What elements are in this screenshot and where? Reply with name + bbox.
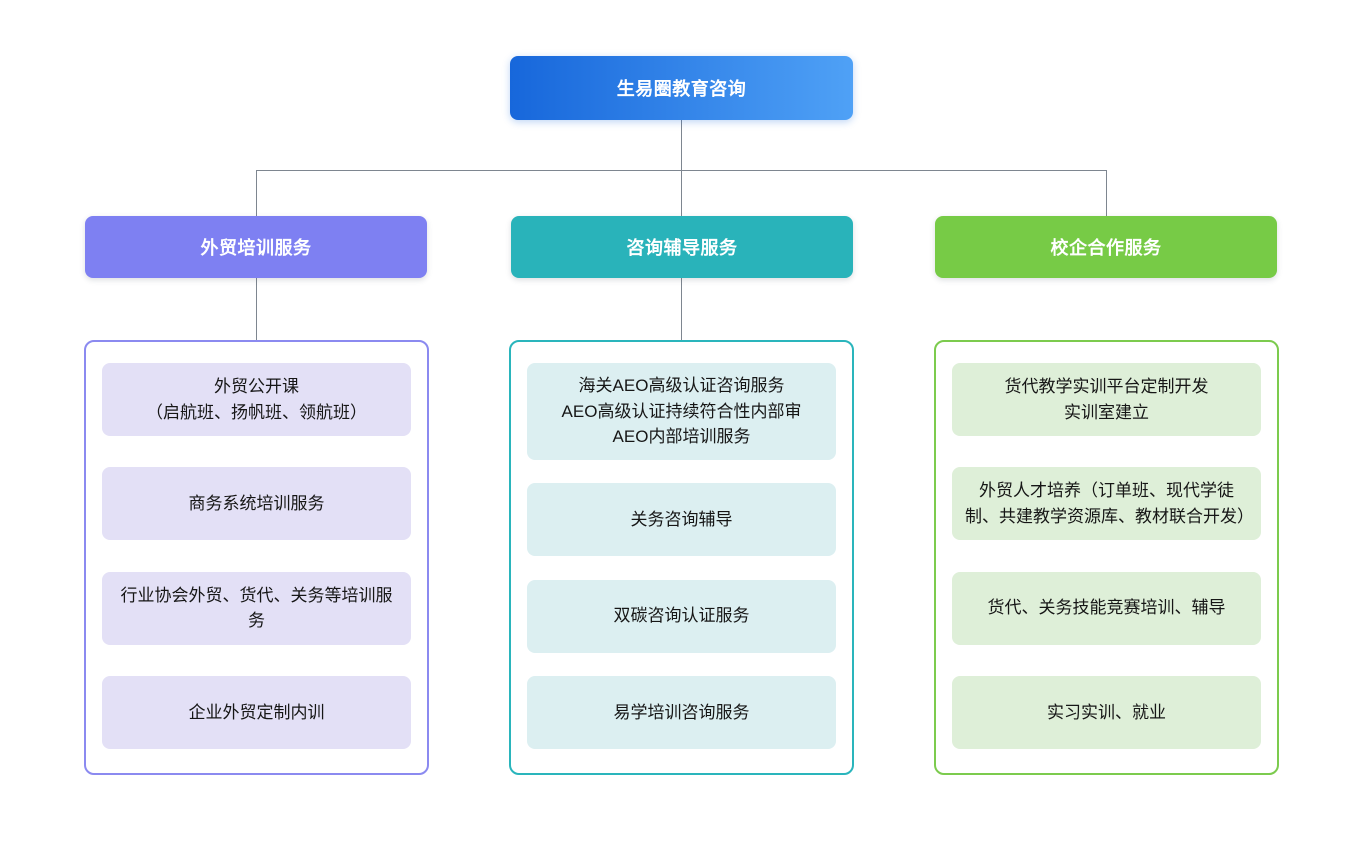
service-item-talent-cultivation[interactable]: 外贸人才培养（订单班、现代学徒制、共建教学资源库、教材联合开发） — [952, 467, 1261, 541]
branch-header-label: 外贸培训服务 — [200, 238, 312, 258]
branch-group-consulting: 海关AEO高级认证咨询服务 AEO高级认证持续符合性内部审 AEO内部培训服务 … — [509, 340, 854, 775]
service-item-association[interactable]: 行业协会外贸、货代、关务等培训服务 — [102, 571, 411, 645]
service-item-skill-competition[interactable]: 货代、关务技能竞赛培训、辅导 — [952, 571, 1261, 645]
branch-group-school-enterprise: 货代教学实训平台定制开发 实训室建立 外贸人才培养（订单班、现代学徒制、共建教学… — [934, 340, 1279, 775]
service-item-yixue-training[interactable]: 易学培训咨询服务 — [527, 676, 836, 749]
service-item-internship[interactable]: 实习实训、就业 — [952, 675, 1261, 749]
root-node[interactable]: 生易圈教育咨询 — [510, 56, 853, 120]
service-item-training-platform[interactable]: 货代教学实训平台定制开发 实训室建立 — [952, 363, 1261, 436]
service-item-aeo[interactable]: 海关AEO高级认证咨询服务 AEO高级认证持续符合性内部审 AEO内部培训服务 — [527, 363, 836, 460]
service-item-business-system[interactable]: 商务系统培训服务 — [102, 467, 411, 541]
root-label: 生易圈教育咨询 — [616, 79, 747, 99]
service-item-public-course[interactable]: 外贸公开课 （启航班、扬帆班、领航班） — [102, 363, 411, 436]
branch-header-label: 校企合作服务 — [1050, 238, 1162, 258]
branch-header-school-enterprise[interactable]: 校企合作服务 — [935, 216, 1277, 278]
service-item-dual-carbon[interactable]: 双碳咨询认证服务 — [527, 579, 836, 653]
service-item-customs[interactable]: 关务咨询辅导 — [527, 483, 836, 556]
branch-header-trade-training[interactable]: 外贸培训服务 — [85, 216, 427, 278]
branch-group-trade-training: 外贸公开课 （启航班、扬帆班、领航班） 商务系统培训服务 行业协会外贸、货代、关… — [84, 340, 429, 775]
service-item-custom-training[interactable]: 企业外贸定制内训 — [102, 675, 411, 749]
branch-header-consulting[interactable]: 咨询辅导服务 — [511, 216, 853, 278]
branch-header-label: 咨询辅导服务 — [626, 238, 738, 258]
